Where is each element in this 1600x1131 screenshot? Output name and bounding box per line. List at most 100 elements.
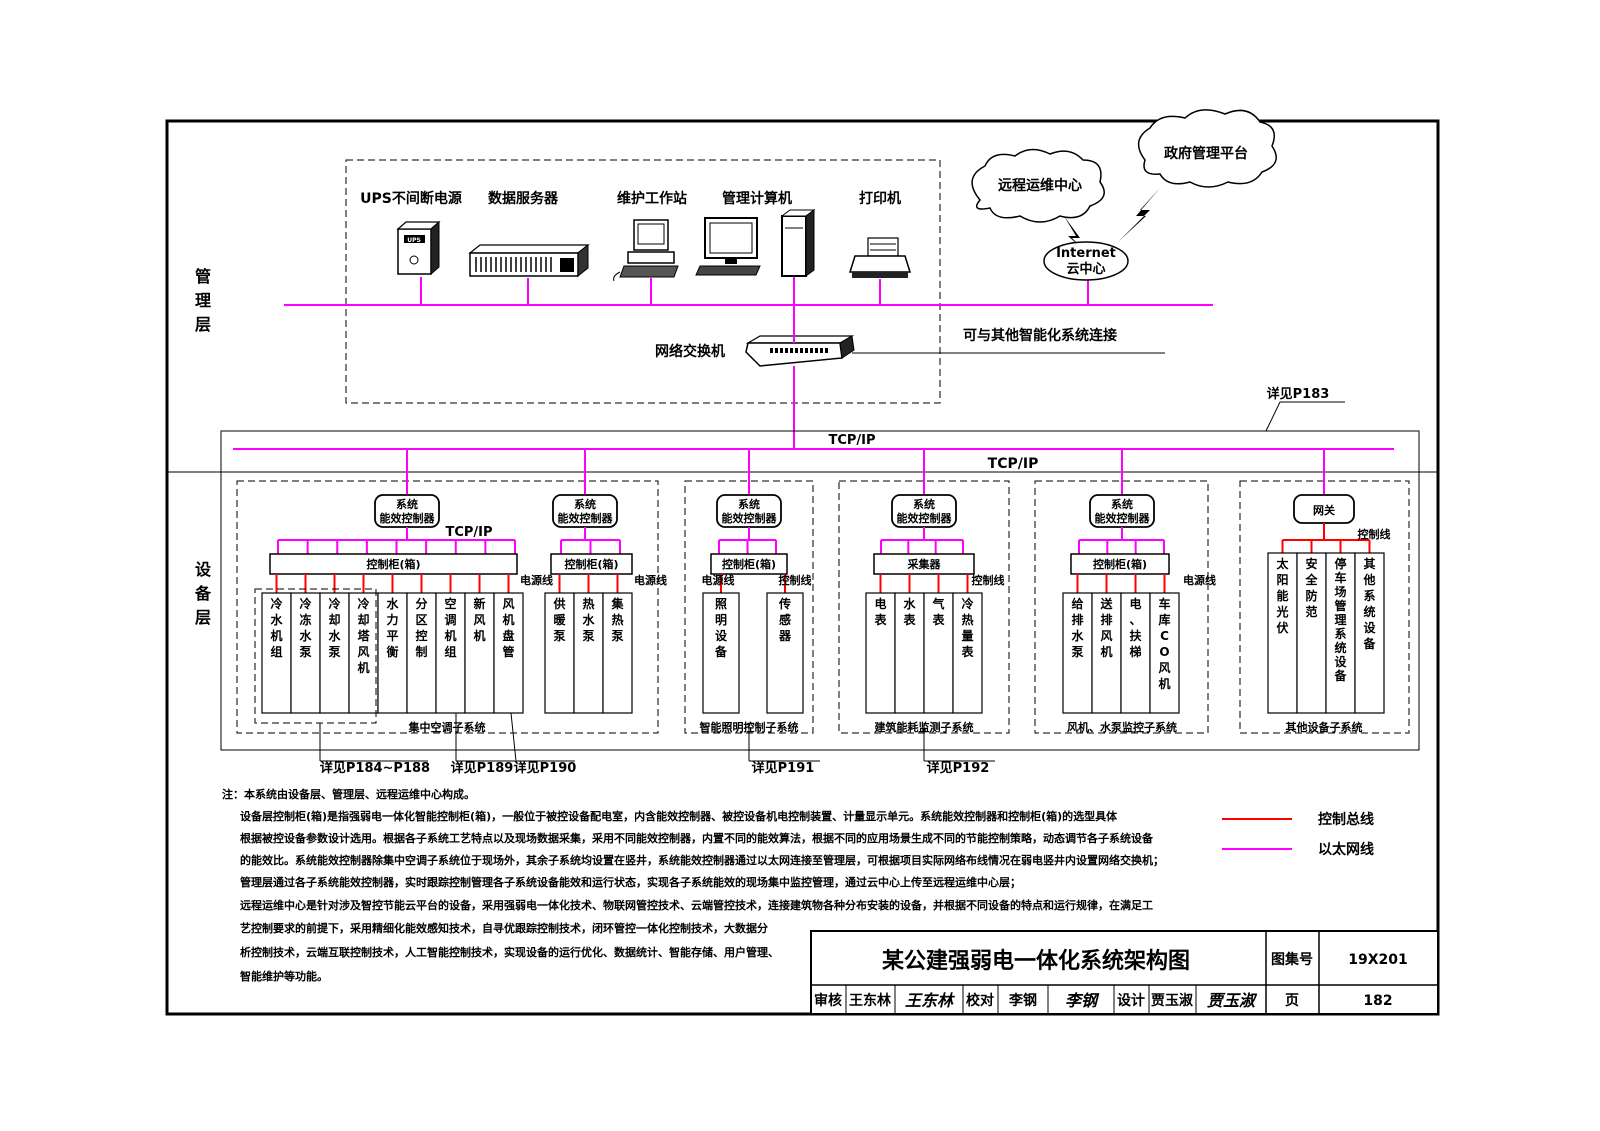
device-column-box — [952, 592, 983, 714]
svg-text:扶: 扶 — [1129, 628, 1142, 643]
device-column-box — [377, 592, 408, 714]
svg-text:气: 气 — [931, 596, 944, 611]
svg-text:水: 水 — [903, 596, 916, 611]
control-cabinet-label: 控制柜(箱) — [722, 557, 776, 571]
ups-label: UPS不间断电源 — [360, 190, 462, 207]
svg-text:却: 却 — [328, 612, 340, 627]
svg-text:排: 排 — [1071, 612, 1083, 627]
cloud-center-label: 云中心 — [1066, 261, 1105, 277]
svg-text:统: 统 — [1363, 604, 1375, 619]
svg-text:机: 机 — [270, 628, 282, 643]
device-column-box — [1354, 552, 1385, 714]
note-line: 析控制技术，云端互联控制技术，人工智能控制技术，实现设备的运行优化、数据统计、智… — [240, 945, 779, 959]
svg-text:库: 库 — [1158, 612, 1170, 627]
device-label: 传感器 — [778, 596, 792, 643]
atlas-number: 19X201 — [1348, 952, 1408, 968]
svg-text:机: 机 — [502, 612, 514, 627]
svg-text:调: 调 — [444, 613, 456, 627]
svg-text:送: 送 — [1099, 596, 1113, 611]
page-label: 页 — [1285, 993, 1299, 1009]
energy-controller-label: 能效控制器 — [558, 511, 614, 525]
energy-controller-label: 能效控制器 — [1095, 511, 1151, 525]
device-column: 新风机 — [464, 592, 495, 714]
device-column: 电表 — [865, 592, 896, 714]
management-zone — [345, 159, 941, 404]
mgmt-computer-label: 管理计算机 — [722, 190, 792, 207]
energy-controller-label: 系统 — [913, 497, 935, 511]
notes: 注：本系统由设备层、管理层、远程运维中心构成。 设备层控制柜(箱)是指强弱电一体… — [222, 787, 1164, 983]
svg-text:暖: 暖 — [553, 612, 566, 627]
device-column-box — [894, 592, 925, 714]
energy-controller-label: 能效控制器 — [380, 511, 436, 525]
device-column: 供暖泵 — [544, 592, 575, 714]
switch-label: 网络交换机 — [655, 343, 725, 360]
ref-p192: 详见P192 — [927, 760, 990, 776]
svg-text:热: 热 — [582, 596, 594, 611]
svg-text:照: 照 — [715, 596, 727, 611]
device-column-box — [923, 592, 954, 714]
subsystem-caption: 集中空调子系统 — [408, 720, 486, 734]
device-label: 供暖泵 — [552, 596, 566, 643]
legend: 控制总线 以太网线 — [1222, 811, 1374, 858]
svg-text:场: 场 — [1334, 585, 1346, 599]
svg-text:防: 防 — [1305, 588, 1317, 603]
checker-name: 李钢 — [1008, 992, 1037, 1009]
gateway-label: 网关 — [1313, 503, 1335, 517]
svg-text:备: 备 — [1362, 636, 1376, 651]
drawing-title: 某公建强弱电一体化系统架构图 — [882, 948, 1190, 974]
svg-text:热: 热 — [961, 612, 973, 627]
control-cabinet-label: 控制柜(箱) — [564, 557, 618, 571]
device-column-box — [493, 592, 524, 714]
svg-text:风: 风 — [1100, 629, 1112, 643]
energy-controller-label: 系统 — [738, 497, 760, 511]
svg-text:设: 设 — [1363, 620, 1376, 635]
subsystem-caption: 其他设备子系统 — [1286, 720, 1363, 734]
svg-text:塔: 塔 — [357, 628, 370, 643]
svg-text:量: 量 — [961, 629, 973, 643]
svg-text:UPS: UPS — [407, 237, 421, 244]
computer-icon — [695, 209, 816, 277]
svg-text:平: 平 — [386, 629, 398, 643]
control-line-label: 控制线 — [779, 573, 812, 587]
note-line: 根据被控设备参数设计选用。根据各子系统工艺特点以及现场数据采集，采用不同能效控制… — [240, 831, 1154, 845]
svg-text:电: 电 — [874, 596, 886, 611]
review-label: 审核 — [814, 992, 842, 1009]
design-label: 设计 — [1117, 992, 1145, 1009]
svg-text:感: 感 — [779, 612, 791, 627]
device-column-box — [865, 592, 896, 714]
svg-text:盘: 盘 — [502, 628, 514, 643]
legend-ethernet-label: 以太网线 — [1318, 841, 1374, 858]
page-number: 182 — [1363, 993, 1392, 1009]
hvac-subsystem-box — [236, 480, 659, 734]
svg-text:表: 表 — [902, 612, 916, 627]
svg-text:他: 他 — [1362, 572, 1375, 587]
reviewer-signature: 王东林 — [905, 991, 955, 1010]
reviewer-name: 王东林 — [849, 992, 891, 1009]
ref-p183-leader — [1265, 401, 1281, 432]
energy-controller-label: 系统 — [574, 497, 596, 511]
device-layer-label: 设备层 — [194, 560, 212, 627]
svg-text:范: 范 — [1305, 604, 1317, 619]
svg-text:停: 停 — [1334, 556, 1346, 571]
device-label: 气表 — [931, 596, 945, 627]
svg-text:水: 水 — [328, 628, 341, 643]
svg-text:机: 机 — [444, 628, 456, 643]
data-server-label: 数据服务器 — [488, 190, 559, 207]
svg-text:传: 传 — [778, 596, 791, 611]
ref-leader — [510, 712, 517, 762]
svg-text:理: 理 — [1334, 613, 1346, 627]
svg-text:泵: 泵 — [328, 645, 340, 659]
hvac-field-group-box — [254, 588, 377, 724]
svg-text:C: C — [1160, 629, 1169, 643]
svg-text:机: 机 — [1100, 644, 1112, 659]
note-line: 智能维护等功能。 — [240, 969, 328, 983]
svg-text:设: 设 — [715, 628, 728, 643]
